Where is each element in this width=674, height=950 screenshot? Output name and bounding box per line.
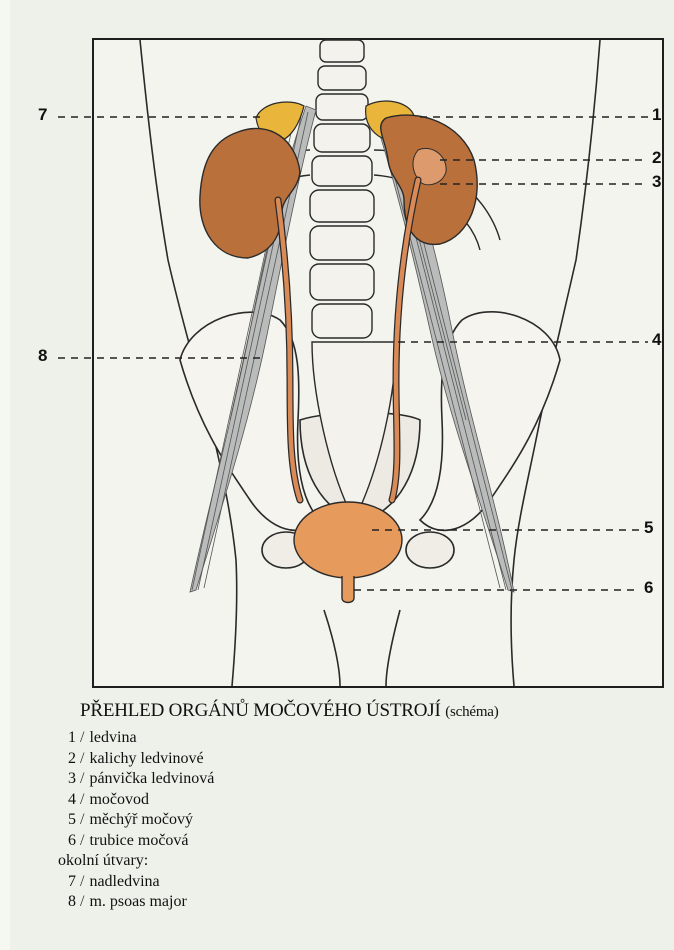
legend-item: 4/močovod xyxy=(60,790,380,811)
callout-4: 4 xyxy=(652,330,661,350)
figure-caption: PŘEHLED ORGÁNŮ MOČOVÉHO ÚSTROJÍ (schéma) xyxy=(80,700,674,722)
legend-item: 7/nadledvina xyxy=(60,872,380,893)
legend-item: 8/m. psoas major xyxy=(60,892,380,913)
caption-title: PŘEHLED ORGÁNŮ MOČOVÉHO ÚSTROJÍ xyxy=(80,700,441,721)
legend-surrounding-heading: okolní útvary: xyxy=(58,851,380,872)
callout-8: 8 xyxy=(38,346,47,366)
legend-item: 3/pánvička ledvinová xyxy=(60,769,380,790)
callout-2: 2 xyxy=(652,148,661,168)
urinary-system-diagram xyxy=(0,0,674,700)
callout-7: 7 xyxy=(38,105,47,125)
legend-item: 1/ledvina xyxy=(60,728,380,749)
callout-1: 1 xyxy=(652,105,661,125)
caption-suffix: (schéma) xyxy=(445,704,498,720)
legend-item: 6/trubice močová xyxy=(60,831,380,852)
bladder xyxy=(294,502,402,603)
legend-item: 2/kalichy ledvinové xyxy=(60,749,380,770)
callout-5: 5 xyxy=(644,518,653,538)
legend: 1/ledvina 2/kalichy ledvinové 3/pánvička… xyxy=(60,728,380,913)
callout-6: 6 xyxy=(644,578,653,598)
legend-item: 5/měchýř močový xyxy=(60,810,380,831)
callout-3: 3 xyxy=(652,172,661,192)
